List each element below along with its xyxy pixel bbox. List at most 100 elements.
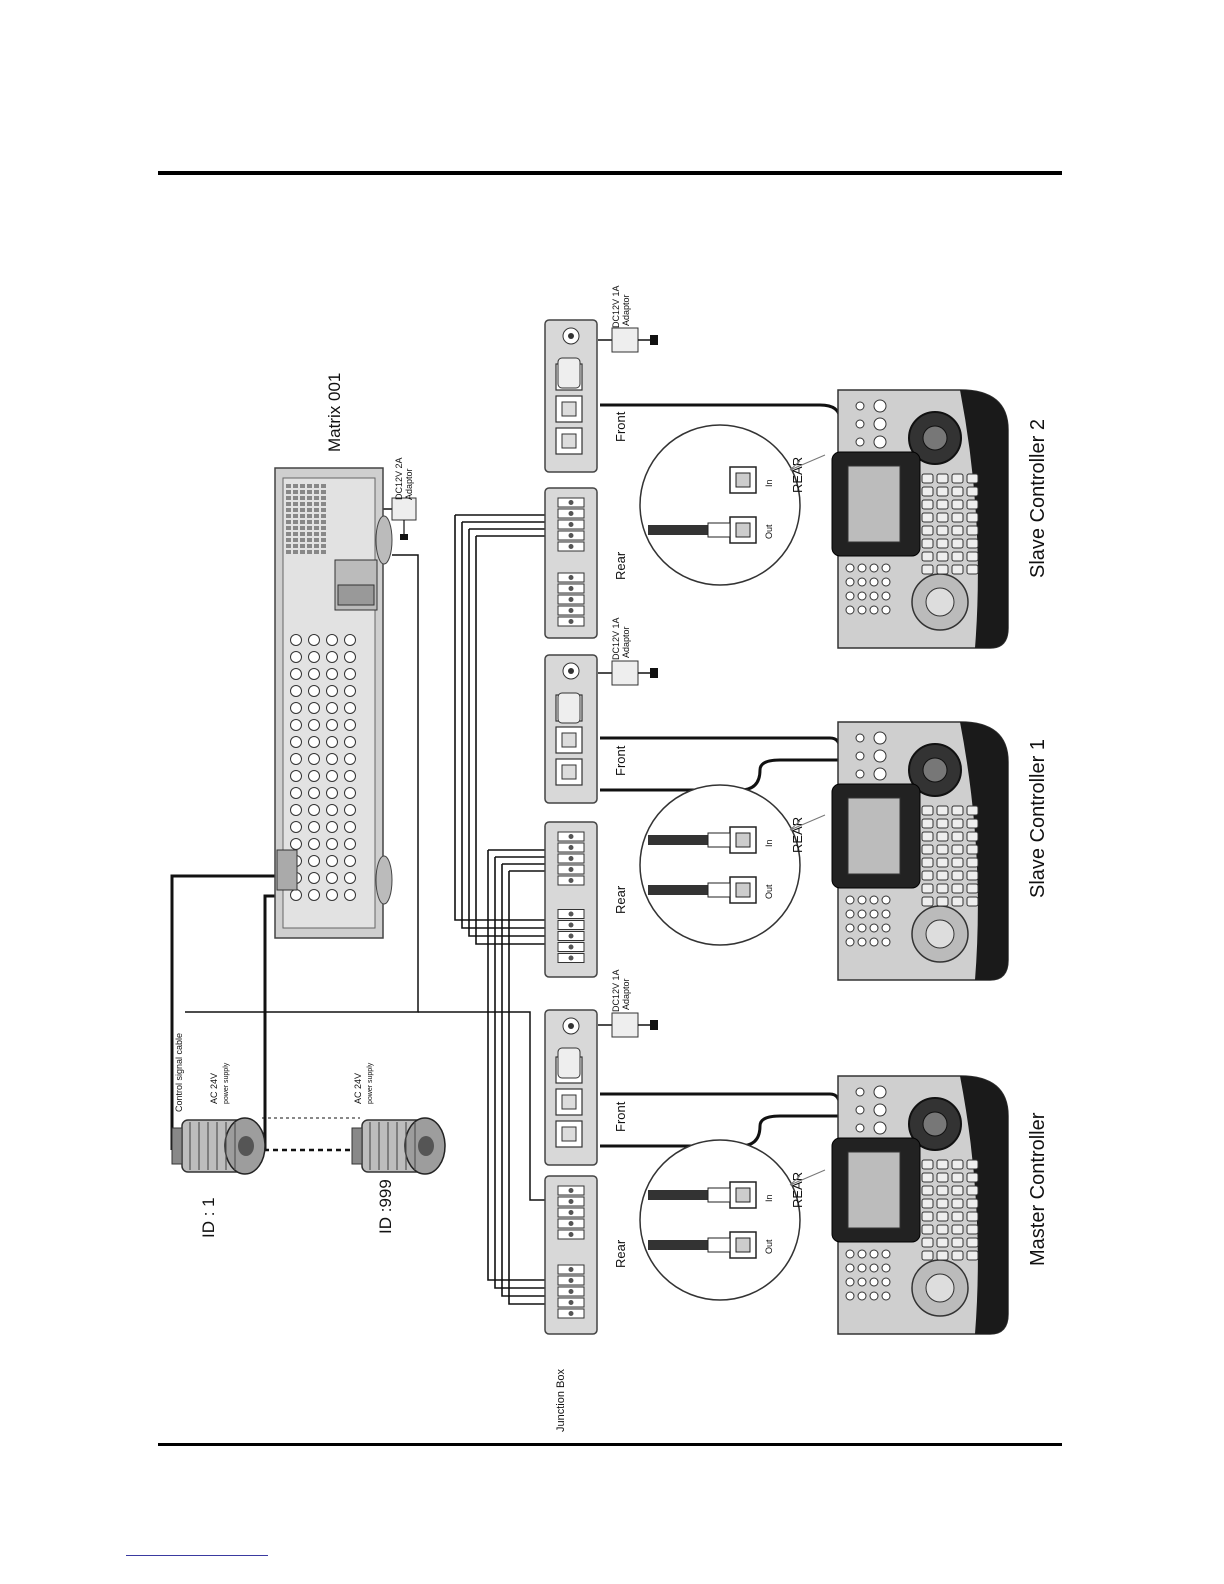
front-cable-master-a [600, 1094, 840, 1108]
control-button [846, 896, 854, 904]
keypad-key [937, 1212, 948, 1221]
control-button [858, 592, 866, 600]
terminal-pin [286, 532, 291, 536]
junction-box-rear-2 [545, 822, 597, 977]
control-button [882, 1264, 890, 1272]
keypad-key [922, 552, 933, 561]
bnc-connector [309, 890, 320, 901]
lcd-screen [848, 466, 900, 542]
function-button [856, 1088, 864, 1096]
terminal-pin [307, 490, 312, 494]
bnc-connector [309, 737, 320, 748]
terminal-screw [569, 1289, 574, 1294]
keypad-key [937, 897, 948, 906]
terminal-screw [569, 1278, 574, 1283]
keypad-key [922, 819, 933, 828]
terminal-pin [300, 544, 305, 548]
control-button [846, 1250, 854, 1258]
terminal-pin [314, 508, 319, 512]
keypad-key [967, 819, 978, 828]
bnc-connector [291, 635, 302, 646]
matrix-adaptor [392, 498, 416, 540]
terminal-screw [569, 1300, 574, 1305]
rj45-in-slot [736, 833, 750, 847]
power-supply-label-1: power supply [223, 1062, 230, 1104]
control-button [846, 1292, 854, 1300]
bnc-connector [291, 890, 302, 901]
control-button [846, 924, 854, 932]
bnc-connector [327, 635, 338, 646]
keypad-key [937, 552, 948, 561]
control-button [870, 1278, 878, 1286]
keypad-key [952, 552, 963, 561]
terminal-pin [286, 508, 291, 512]
power-adaptor-1 [612, 328, 658, 352]
keypad-key [952, 513, 963, 522]
bnc-connector [291, 669, 302, 680]
terminal-pin [321, 538, 326, 542]
terminal-pin [307, 538, 312, 542]
keypad-key [922, 871, 933, 880]
terminal-pin [286, 538, 291, 542]
terminal-screw [569, 867, 574, 872]
keypad-key [922, 1251, 933, 1260]
terminal-screw [569, 608, 574, 613]
bnc-connector [345, 652, 356, 663]
rear-callout-label: REAR [790, 457, 805, 493]
bnc-connector [327, 873, 338, 884]
in-cable [648, 835, 710, 845]
keypad-key [967, 858, 978, 867]
rear-label-3: Rear [613, 1239, 628, 1268]
bnc-connector [309, 720, 320, 731]
keypad-key [967, 526, 978, 535]
keypad-key [922, 487, 933, 496]
terminal-screw [569, 597, 574, 602]
bnc-connector [309, 771, 320, 782]
adaptor-body [612, 328, 638, 352]
control-button [882, 896, 890, 904]
terminal-pin [300, 538, 305, 542]
bnc-connector [291, 754, 302, 765]
control-button [870, 1292, 878, 1300]
db9-connector [558, 358, 580, 388]
joystick-knob [923, 758, 947, 782]
terminal-pin [293, 490, 298, 494]
function-button [874, 750, 886, 762]
plug-icon [650, 668, 658, 678]
front-label-3: Front [613, 1101, 628, 1132]
terminal-pin [300, 484, 305, 488]
out-cable [648, 1240, 710, 1250]
terminal-screw [569, 1221, 574, 1226]
jog-dial-center [926, 588, 954, 616]
terminal-pin [286, 544, 291, 548]
control-button [858, 1250, 866, 1258]
keypad-key [922, 500, 933, 509]
keypad-key [952, 1186, 963, 1195]
bnc-connector [327, 703, 338, 714]
rear-label-2: Rear [613, 885, 628, 914]
bnc-connector [309, 703, 320, 714]
terminal-pin [300, 502, 305, 506]
junction-box-front-2 [545, 655, 597, 803]
function-button [856, 752, 864, 760]
bnc-connector [291, 720, 302, 731]
terminal-pin [307, 550, 312, 554]
control-button [870, 910, 878, 918]
terminal-pin [321, 514, 326, 518]
terminal-pin [300, 550, 305, 554]
terminal-pin [286, 502, 291, 506]
keypad-key [952, 1251, 963, 1260]
rj45-out-slot [736, 883, 750, 897]
bnc-connector [345, 737, 356, 748]
rj45-out-slot [736, 523, 750, 537]
terminal-screw [569, 1232, 574, 1237]
keypad-key [952, 819, 963, 828]
terminal-pin [293, 502, 298, 506]
bnc-connector [345, 703, 356, 714]
terminal-pin [293, 550, 298, 554]
keypad-key [952, 845, 963, 854]
control-button [846, 578, 854, 586]
bnc-connector [291, 839, 302, 850]
keypad-key [922, 897, 933, 906]
